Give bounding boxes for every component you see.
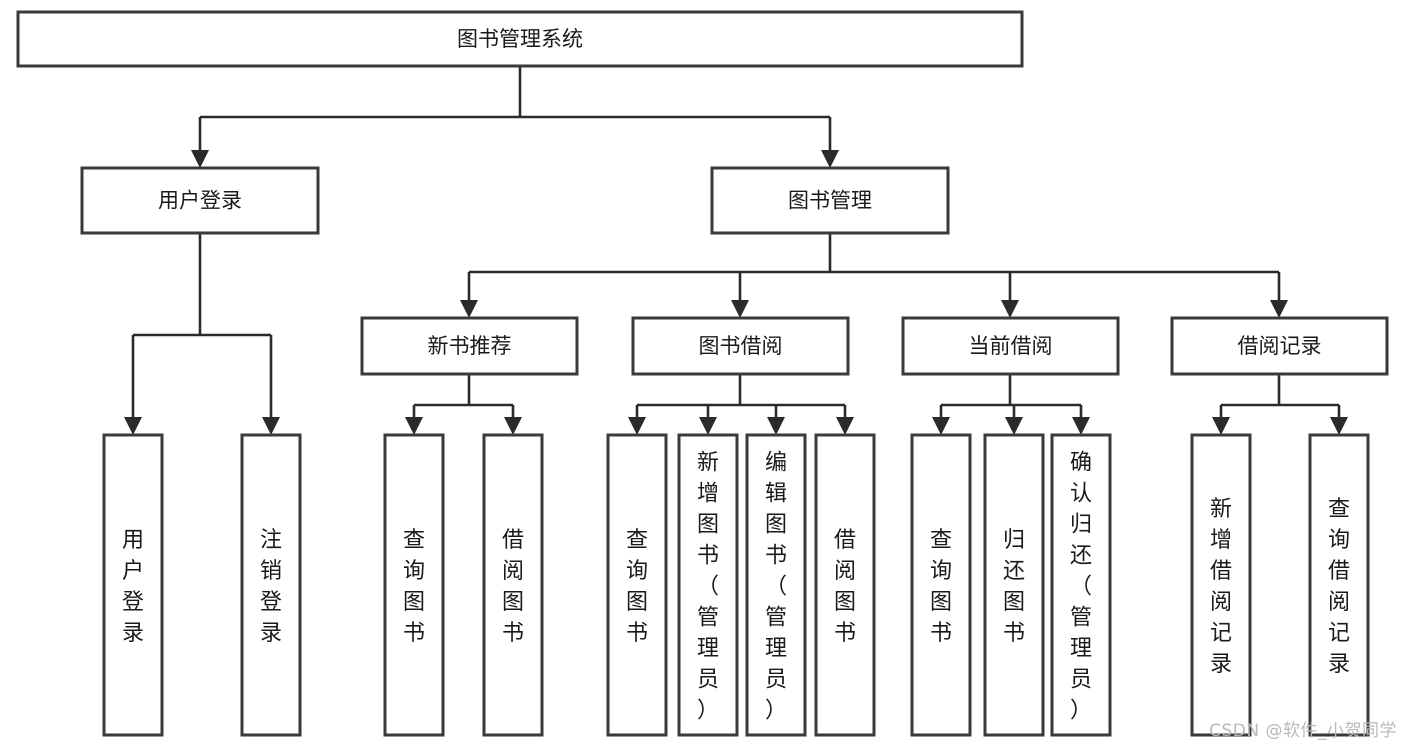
node-box-用户登录[interactable]: [80, 166, 320, 235]
connector-root-to-level2: [191, 66, 839, 168]
edge-arrowhead: [262, 417, 280, 435]
edge-arrowhead: [460, 300, 478, 318]
leaf-node-4[interactable]: 查询图书: [606, 433, 668, 737]
leaf-node-11[interactable]: 新增借阅记录: [1190, 433, 1252, 737]
node-label: 当前借阅: [969, 334, 1053, 358]
edge-arrowhead: [405, 417, 423, 435]
node-label: 新增借阅记录: [1210, 497, 1232, 677]
node-box-编辑图书管理员[interactable]: [745, 433, 807, 737]
edge-arrowhead: [731, 300, 749, 318]
level2-node-图书管理[interactable]: 图书管理: [710, 166, 950, 235]
edge-arrowhead: [1212, 417, 1230, 435]
leaf-node-0[interactable]: 用户登录: [102, 433, 164, 737]
leaf-node-3[interactable]: 借阅图书: [482, 433, 544, 737]
node-box-用户登录[interactable]: [102, 433, 164, 737]
node-box-查询图书[interactable]: [910, 433, 972, 737]
node-box-借阅图书[interactable]: [814, 433, 876, 737]
leaf-node-12[interactable]: 查询借阅记录: [1308, 433, 1370, 737]
leaf-node-9[interactable]: 归还图书: [983, 433, 1045, 737]
leaf-node-10[interactable]: 确认归还（管理员）: [1050, 433, 1112, 737]
node-label: 借阅图书: [834, 528, 856, 646]
connector-borrow-to-leaves: [628, 374, 854, 435]
connector-current-to-leaves: [932, 374, 1090, 435]
node-box-查询图书[interactable]: [383, 433, 445, 737]
node-box-图书管理系统[interactable]: [16, 10, 1024, 68]
level2-node-用户登录[interactable]: 用户登录: [80, 166, 320, 235]
nodes-layer: 图书管理系统用户登录图书管理新书推荐图书借阅当前借阅借阅记录用户登录注销登录查询…: [16, 10, 1389, 737]
node-box-借阅记录[interactable]: [1170, 316, 1389, 376]
node-box-图书管理[interactable]: [710, 166, 950, 235]
node-label: 编辑图书（管理员）: [765, 451, 787, 724]
node-box-图书借阅[interactable]: [631, 316, 850, 376]
edge-arrowhead: [628, 417, 646, 435]
node-box-当前借阅[interactable]: [901, 316, 1120, 376]
node-label: 查询借阅记录: [1328, 497, 1350, 677]
node-label: 注销登录: [260, 528, 282, 646]
edge-arrowhead: [1005, 417, 1023, 435]
node-label: 查询图书: [930, 528, 952, 646]
edge-arrowhead: [1330, 417, 1348, 435]
connector-edges-layer: [124, 66, 1348, 435]
edge-arrowhead: [821, 150, 839, 168]
level3-node-图书借阅[interactable]: 图书借阅: [631, 316, 850, 376]
edge-arrowhead: [504, 417, 522, 435]
node-label: 图书管理系统: [457, 27, 583, 51]
edge-arrowhead: [191, 150, 209, 168]
connector-level2-user-to-leaves: [124, 233, 280, 435]
node-box-归还图书[interactable]: [983, 433, 1045, 737]
node-label: 确认归还（管理员）: [1070, 451, 1092, 724]
node-label: 借阅图书: [502, 528, 524, 646]
node-box-新书推荐[interactable]: [360, 316, 579, 376]
level3-node-当前借阅[interactable]: 当前借阅: [901, 316, 1120, 376]
connector-level2-book-to-level3: [460, 233, 1288, 318]
node-label: 新增图书（管理员）: [697, 451, 719, 724]
connector-newbook-to-leaves: [405, 374, 522, 435]
edge-arrowhead: [124, 417, 142, 435]
leaf-node-6[interactable]: 编辑图书（管理员）: [745, 433, 807, 737]
edge-arrowhead: [699, 417, 717, 435]
node-label: 用户登录: [158, 189, 242, 213]
level3-node-借阅记录[interactable]: 借阅记录: [1170, 316, 1389, 376]
node-box-借阅图书[interactable]: [482, 433, 544, 737]
level3-node-新书推荐[interactable]: 新书推荐: [360, 316, 579, 376]
node-label: 查询图书: [403, 528, 425, 646]
edge-arrowhead: [767, 417, 785, 435]
node-label: 查询图书: [626, 528, 648, 646]
node-label: 用户登录: [122, 528, 144, 646]
node-label: 图书借阅: [699, 334, 783, 358]
edge-arrowhead: [1001, 300, 1019, 318]
root-node[interactable]: 图书管理系统: [16, 10, 1024, 68]
node-label: 借阅记录: [1238, 334, 1322, 358]
node-box-注销登录[interactable]: [240, 433, 302, 737]
connector-record-to-leaves: [1212, 374, 1348, 435]
node-box-新增图书管理员[interactable]: [677, 433, 739, 737]
node-label: 新书推荐: [428, 334, 512, 358]
node-box-新增借阅记录[interactable]: [1190, 433, 1252, 737]
edge-arrowhead: [836, 417, 854, 435]
leaf-node-5[interactable]: 新增图书（管理员）: [677, 433, 739, 737]
leaf-node-7[interactable]: 借阅图书: [814, 433, 876, 737]
edge-arrowhead: [1072, 417, 1090, 435]
node-box-查询图书[interactable]: [606, 433, 668, 737]
node-box-查询借阅记录[interactable]: [1308, 433, 1370, 737]
watermark-text: CSDN @软件_小贺同学: [1209, 721, 1397, 741]
node-label: 归还图书: [1003, 528, 1025, 646]
node-box-确认归还管理员[interactable]: [1050, 433, 1112, 737]
node-label: 图书管理: [788, 189, 872, 213]
leaf-node-8[interactable]: 查询图书: [910, 433, 972, 737]
leaf-node-2[interactable]: 查询图书: [383, 433, 445, 737]
edge-arrowhead: [932, 417, 950, 435]
leaf-node-1[interactable]: 注销登录: [240, 433, 302, 737]
edge-arrowhead: [1270, 300, 1288, 318]
